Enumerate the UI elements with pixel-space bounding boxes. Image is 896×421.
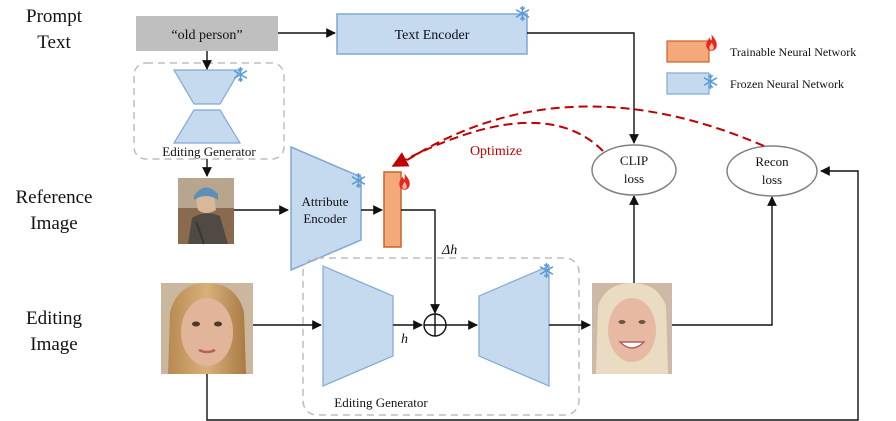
clip-loss-node <box>591 144 677 196</box>
attribute-encoder-label-line1: Attribute <box>302 194 349 209</box>
editing-generator-bottom-decoder <box>478 265 550 387</box>
row-label-editing-line2: Image <box>30 334 78 355</box>
clip-loss-label-line1: CLIP <box>620 153 648 168</box>
recon-loss-label-line1: Recon <box>755 154 789 169</box>
text-encoder-block <box>336 13 528 55</box>
row-label-prompt: Prompt Text <box>14 4 94 56</box>
editing-generator-top-label: Editing Generator <box>162 144 256 159</box>
legend-trainable-label: Trainable Neural Network <box>730 45 856 59</box>
clip-loss-label-line2: loss <box>624 171 644 186</box>
arrow-latent-to-adder <box>401 209 440 314</box>
adder-icon <box>423 313 447 337</box>
row-label-editing-line1: Editing <box>26 308 82 329</box>
legend-frozen-swatch <box>666 72 710 95</box>
recon-loss-label-line2: loss <box>762 172 782 187</box>
legend-frozen-label: Frozen Neural Network <box>730 77 844 91</box>
attribute-encoder-block <box>290 145 362 272</box>
editing-generator-top-encoder <box>172 69 242 105</box>
legend: Trainable Neural Network Frozen Neural N… <box>666 34 856 95</box>
arrow-text-encoder-to-clip <box>527 32 639 144</box>
row-label-reference-line2: Image <box>30 213 78 234</box>
editing-generator-bottom-label: Editing Generator <box>334 395 428 410</box>
editing-image <box>161 283 253 374</box>
arrow-output-to-recon <box>672 196 777 326</box>
row-label-prompt-line1: Prompt <box>26 6 82 27</box>
delta-h-label: Δh <box>441 243 457 258</box>
legend-trainable-swatch <box>666 40 710 63</box>
text-encoder-label: Text Encoder <box>395 28 470 43</box>
row-label-editing: Editing Image <box>14 306 94 358</box>
row-label-reference: Reference Image <box>4 185 104 237</box>
prompt-box <box>136 16 278 51</box>
output-image <box>592 283 672 374</box>
optimize-arrow-recon <box>397 105 765 167</box>
h-label: h <box>401 332 408 347</box>
editing-generator-bottom-encoder <box>322 265 394 387</box>
editing-generator-bottom-group <box>302 257 580 416</box>
recon-loss-node <box>726 145 818 197</box>
editing-generator-top-decoder <box>172 109 242 144</box>
attribute-encoder-label-line2: Encoder <box>303 211 347 226</box>
prompt-text: “old person” <box>171 28 242 43</box>
optimize-arrow-clip <box>391 121 604 167</box>
optimize-label: Optimize <box>470 144 522 159</box>
flame-icon <box>706 34 717 51</box>
arrow-editing-image-to-recon <box>206 166 859 421</box>
row-label-reference-line1: Reference <box>15 187 93 208</box>
reference-image <box>178 178 234 245</box>
row-label-prompt-line2: Text <box>37 32 71 53</box>
trainable-latent-block <box>383 171 402 248</box>
